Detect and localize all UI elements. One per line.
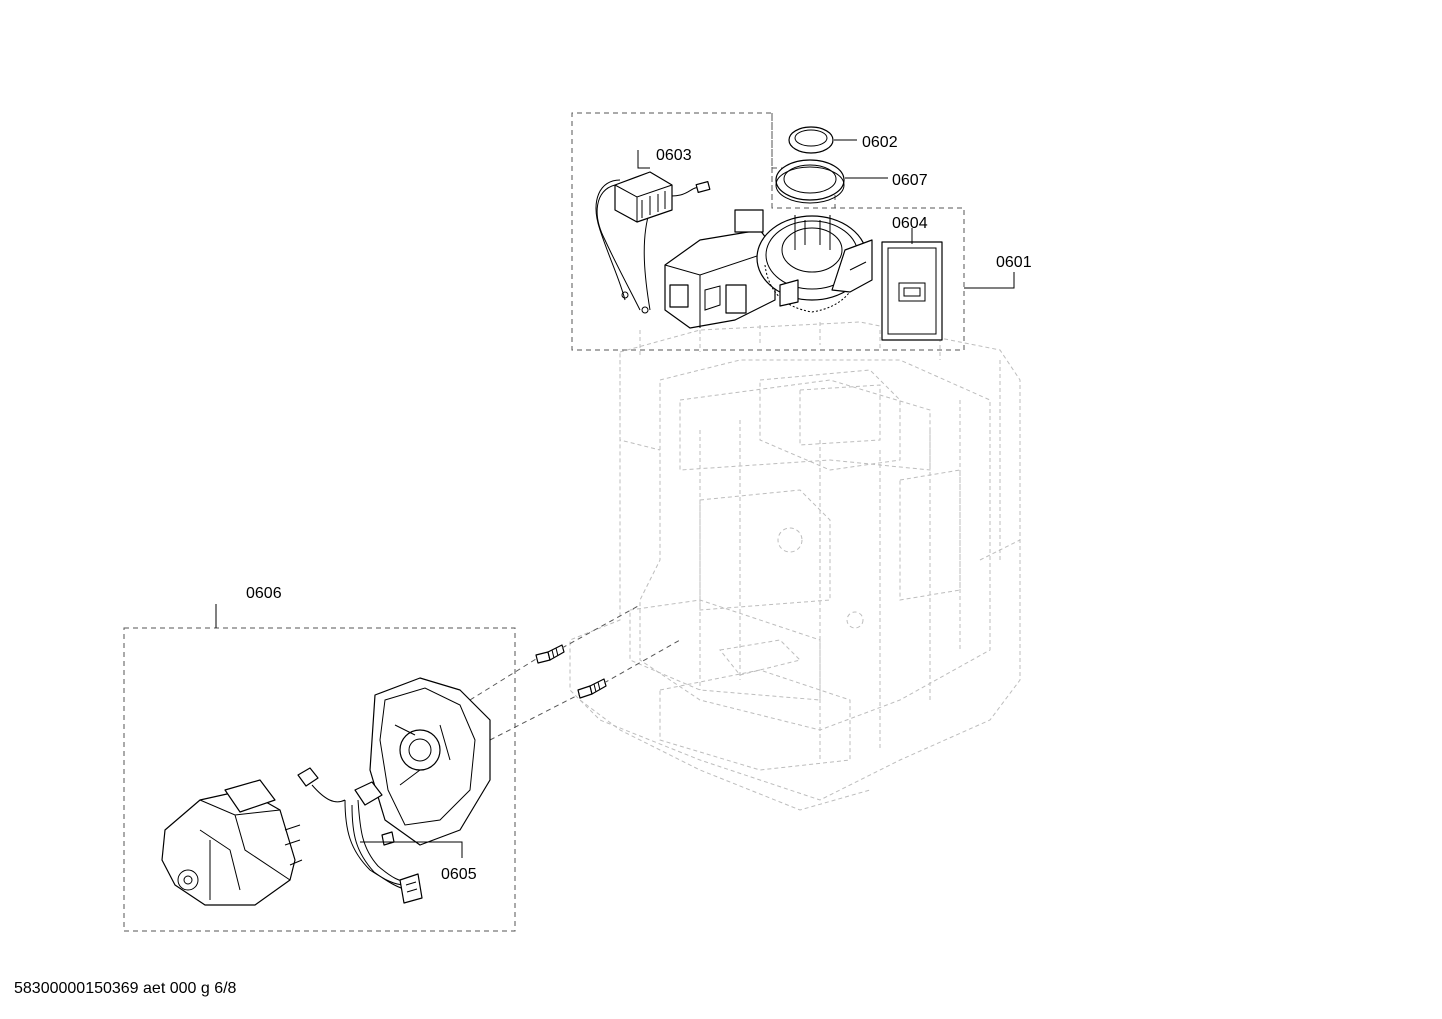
grinder-gear-housing-part bbox=[664, 209, 873, 329]
label-0607: 0607 bbox=[892, 172, 928, 189]
seal-ring-part bbox=[775, 159, 845, 204]
cap-disc-part bbox=[788, 126, 834, 154]
cable-harness-part bbox=[297, 767, 423, 904]
label-0603: 0603 bbox=[656, 147, 692, 164]
assembly-box-0601 bbox=[571, 112, 965, 351]
projection-lines bbox=[469, 604, 681, 741]
label-0601: 0601 bbox=[996, 254, 1032, 271]
machine-frame-ghost bbox=[569, 321, 1021, 811]
drawing-reference-footer: 58300000150369 aet 000 g 6/8 bbox=[14, 980, 237, 997]
label-0606: 0606 bbox=[246, 585, 282, 602]
fan-cover-part bbox=[369, 677, 491, 846]
square-plate-part bbox=[881, 241, 943, 341]
label-0605: 0605 bbox=[441, 866, 477, 883]
label-0604: 0604 bbox=[892, 215, 928, 232]
assembly-box-0606 bbox=[123, 627, 516, 932]
label-0602: 0602 bbox=[862, 134, 898, 151]
screw-parts bbox=[535, 644, 607, 699]
coil-harness-part bbox=[595, 171, 711, 314]
motor-part bbox=[161, 779, 303, 906]
leader-lines bbox=[215, 139, 1015, 858]
